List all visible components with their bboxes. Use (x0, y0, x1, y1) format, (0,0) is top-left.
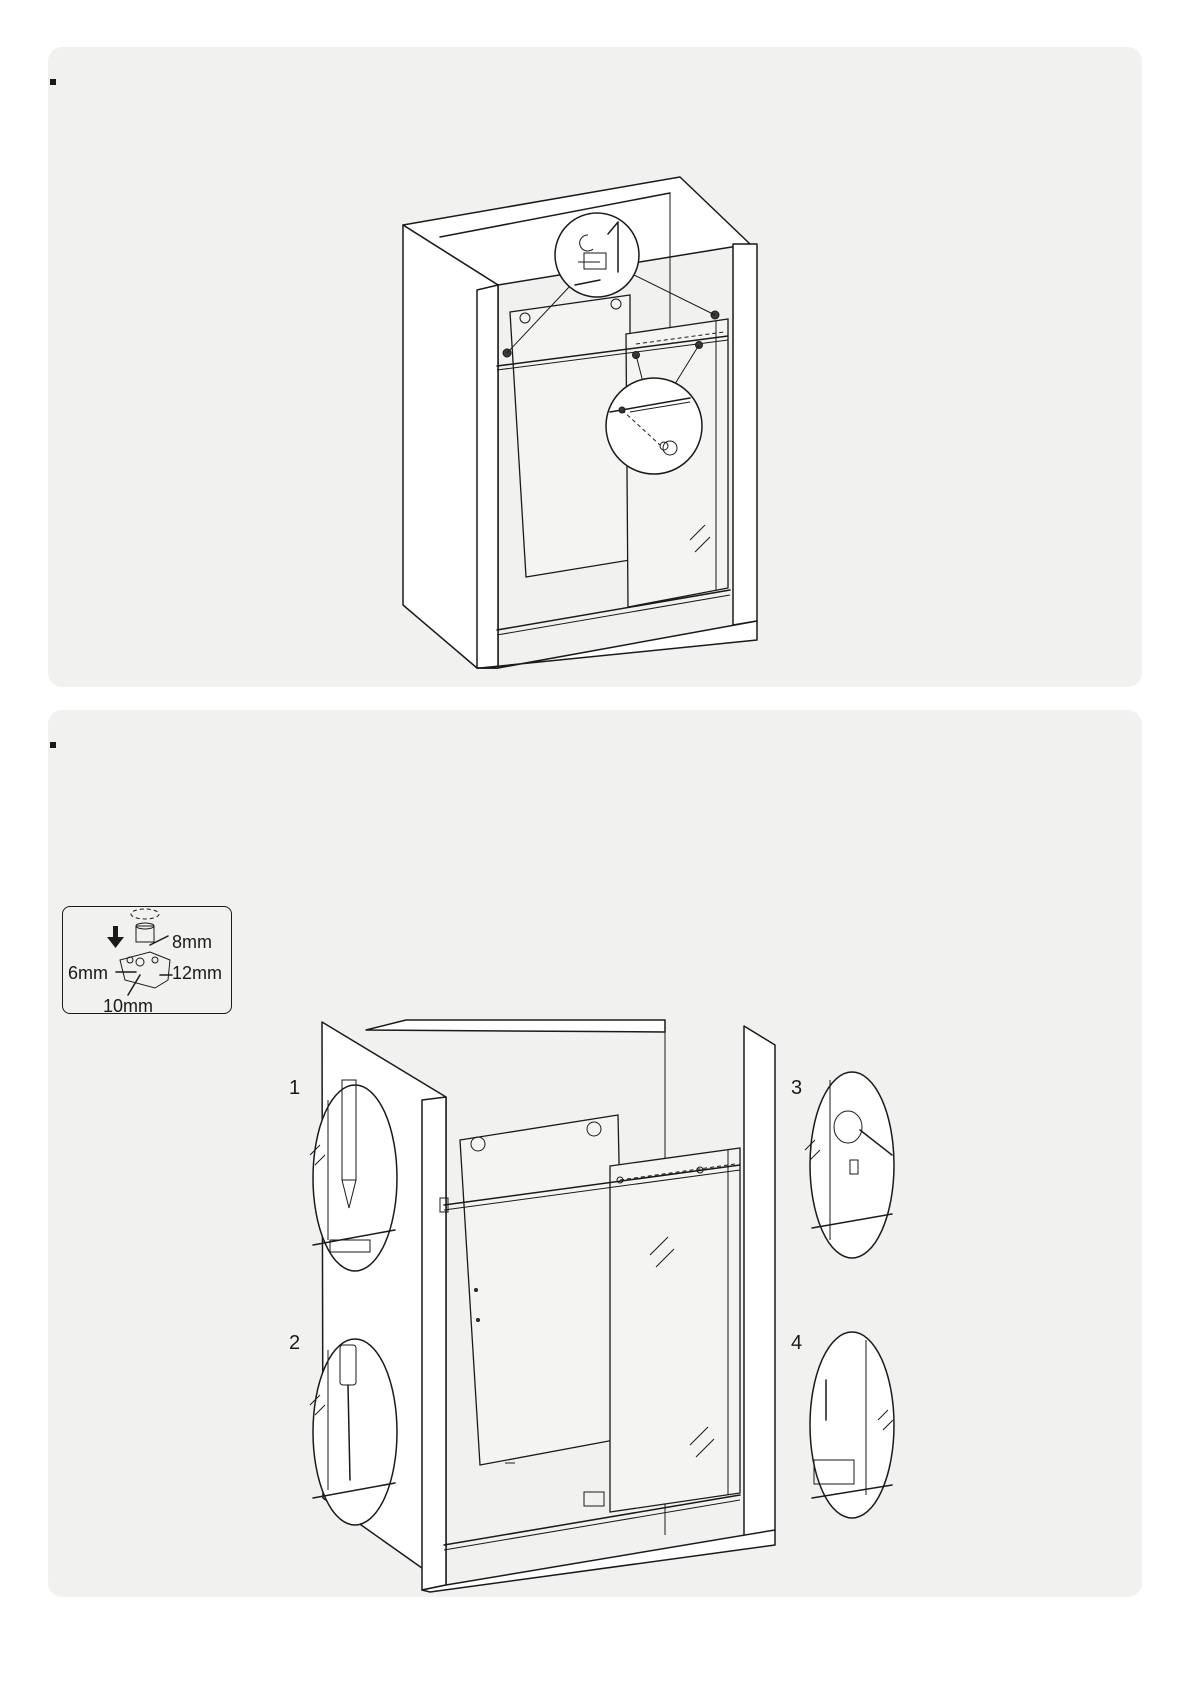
step-number-4: 4 (791, 1332, 802, 1354)
down-arrow-icon (107, 926, 124, 948)
fixed-glass-panel-2 (460, 1115, 625, 1465)
dimension-right: 12mm (172, 963, 222, 983)
floor-guide-part (116, 909, 172, 995)
floor-guide-placed (584, 1492, 604, 1506)
shower-enclosure-floor-guide-diagram (322, 1020, 775, 1592)
step-3-detail-hammering-anchors (805, 1072, 894, 1258)
step-4-detail-screwing-guide (810, 1332, 894, 1518)
dimension-top: 8mm (172, 932, 212, 952)
step-number-1: 1 (289, 1077, 300, 1099)
sliding-glass-panel-2 (610, 1148, 740, 1512)
dimension-bottom: 10mm (103, 996, 153, 1016)
step-number-2: 2 (289, 1332, 300, 1354)
step-number-3: 3 (791, 1077, 802, 1099)
dimension-left: 6mm (68, 963, 108, 983)
